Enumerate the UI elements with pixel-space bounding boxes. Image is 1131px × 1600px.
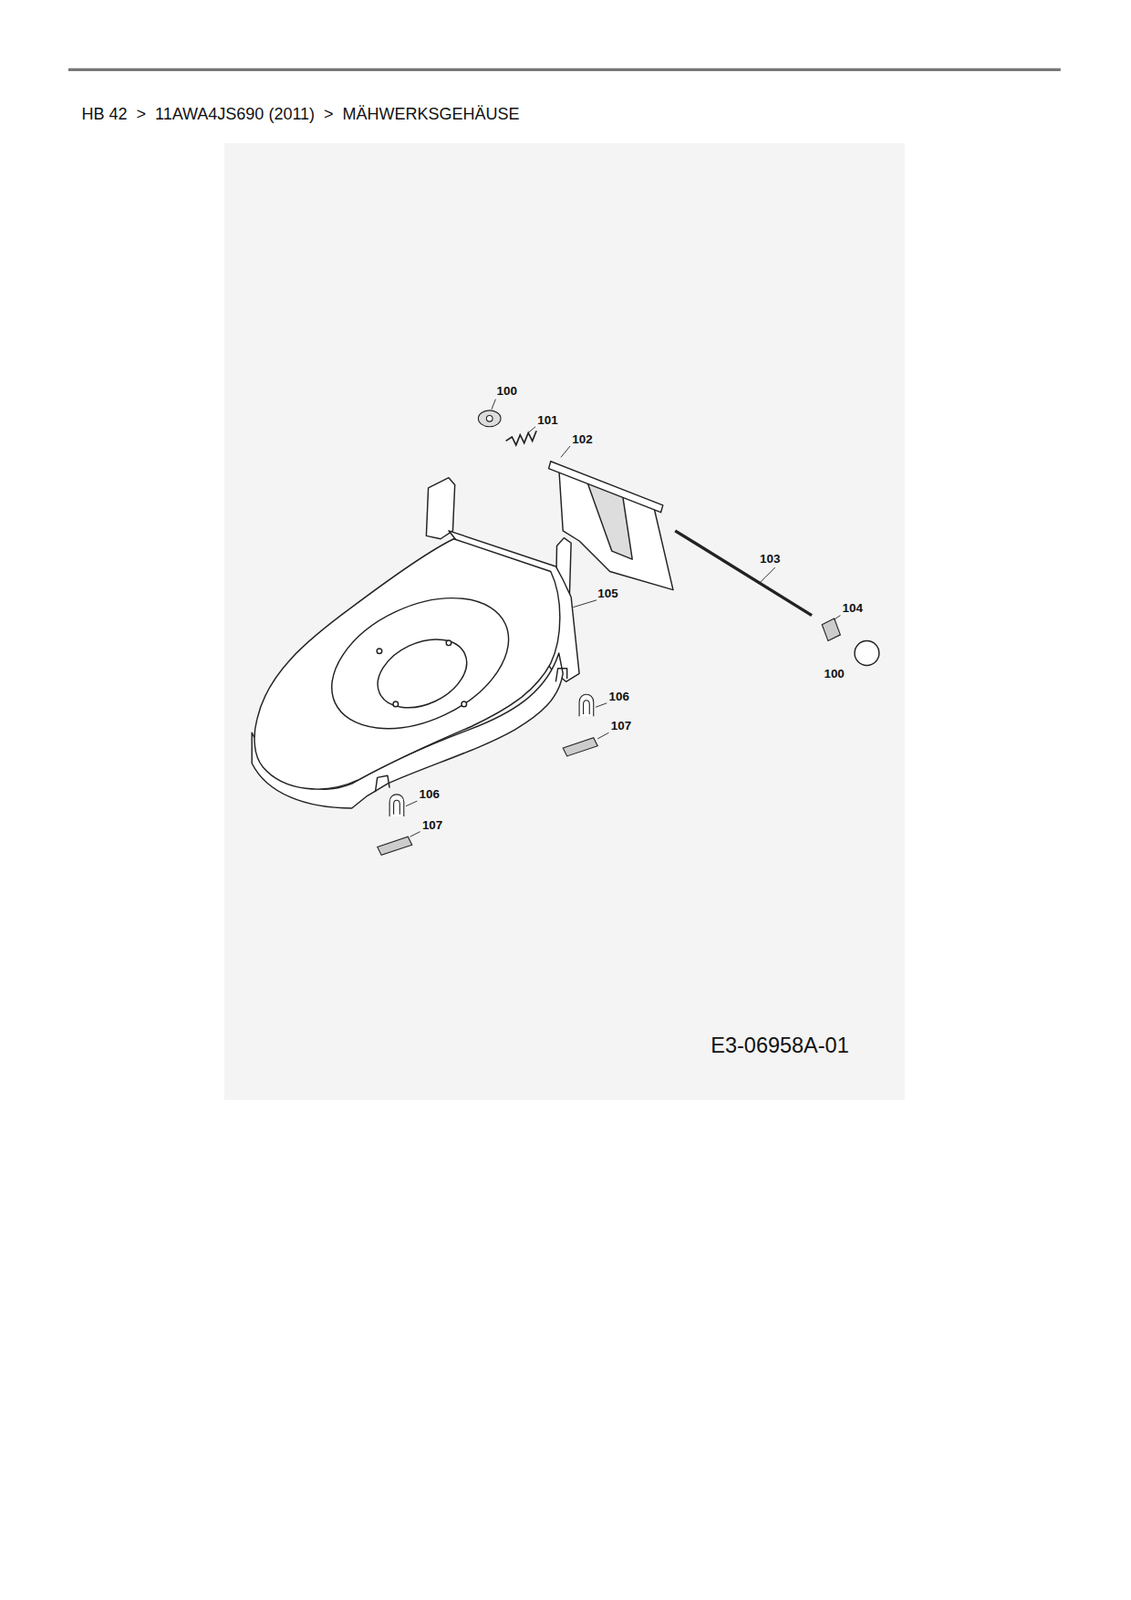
clip — [389, 794, 405, 817]
hinge-rod — [674, 530, 812, 616]
callout-number: 106 — [419, 788, 440, 800]
pin — [377, 836, 413, 855]
callout-number: 106 — [609, 690, 630, 703]
clip — [579, 694, 594, 716]
callout-number: 103 — [759, 552, 780, 565]
callout-number: 100 — [823, 667, 844, 680]
spring — [506, 430, 538, 446]
drawing-panel — [224, 143, 905, 1100]
callout-number: 107 — [422, 819, 443, 831]
callout-number: 105 — [597, 587, 618, 600]
callout-number: 100 — [497, 384, 518, 397]
cap — [854, 641, 880, 666]
drawing-number: E3-06958A-01 — [710, 1035, 849, 1057]
callout-number: 107 — [611, 719, 632, 732]
callout-number: 104 — [842, 601, 863, 614]
rear-flap — [549, 461, 674, 591]
callout-number: 102 — [571, 433, 592, 446]
leader-lines — [405, 399, 841, 838]
mower-deck — [251, 477, 580, 809]
breadcrumb-title: HB 42 > 11AWA4JS690 (2011) > MÄHWERKSGEH… — [81, 105, 519, 123]
header-rule — [68, 68, 1061, 72]
clip — [821, 618, 841, 642]
washer-hole — [486, 415, 493, 422]
pin — [562, 737, 598, 757]
washer — [477, 410, 501, 427]
callout-number: 101 — [537, 414, 558, 426]
